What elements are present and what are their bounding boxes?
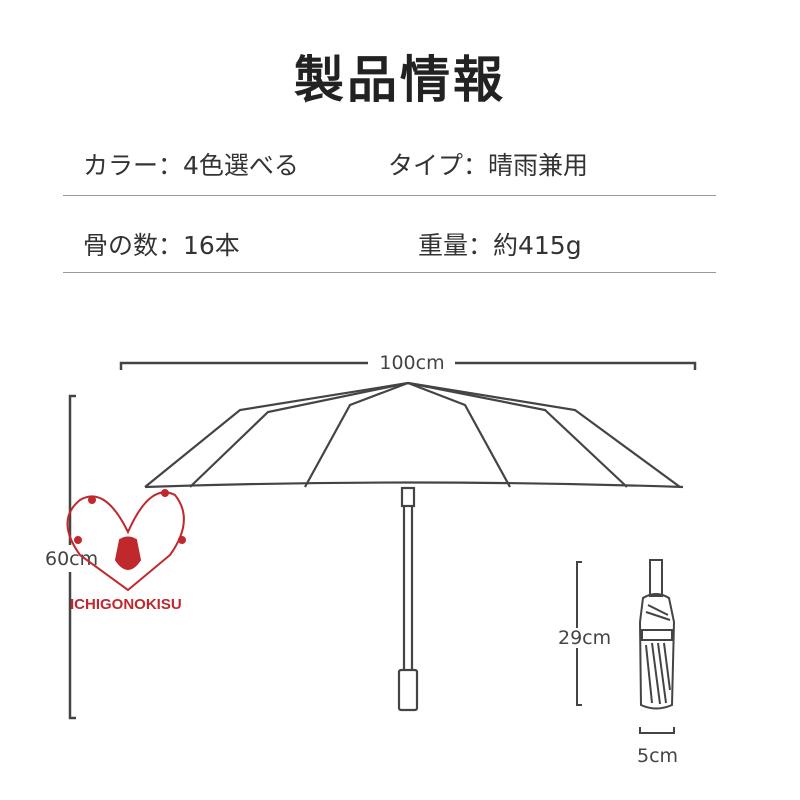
open-umbrella bbox=[144, 381, 684, 712]
spec-type: タイプ：晴雨兼用 bbox=[388, 151, 589, 180]
watermark-heart-logo bbox=[66, 489, 186, 592]
divider bbox=[63, 272, 716, 273]
watermark-text: ICHIGONOKISU bbox=[70, 596, 182, 613]
spec-ribs: 骨の数：16本 bbox=[83, 231, 240, 260]
divider bbox=[63, 195, 716, 196]
folded-width-label: 5cm bbox=[637, 745, 678, 767]
width-label: 100cm bbox=[379, 352, 444, 374]
spec-color: カラー：4色選べる bbox=[83, 151, 299, 180]
spec-weight: 重量：約415g bbox=[418, 231, 582, 260]
width-dimension-line bbox=[119, 361, 697, 370]
folded-umbrella bbox=[576, 559, 676, 734]
page-title: 製品情報 bbox=[294, 51, 506, 109]
height-label: 60cm bbox=[45, 548, 98, 570]
height-dimension-line bbox=[68, 394, 76, 720]
folded-width-line bbox=[639, 727, 675, 734]
folded-length-label: 29cm bbox=[558, 627, 611, 649]
